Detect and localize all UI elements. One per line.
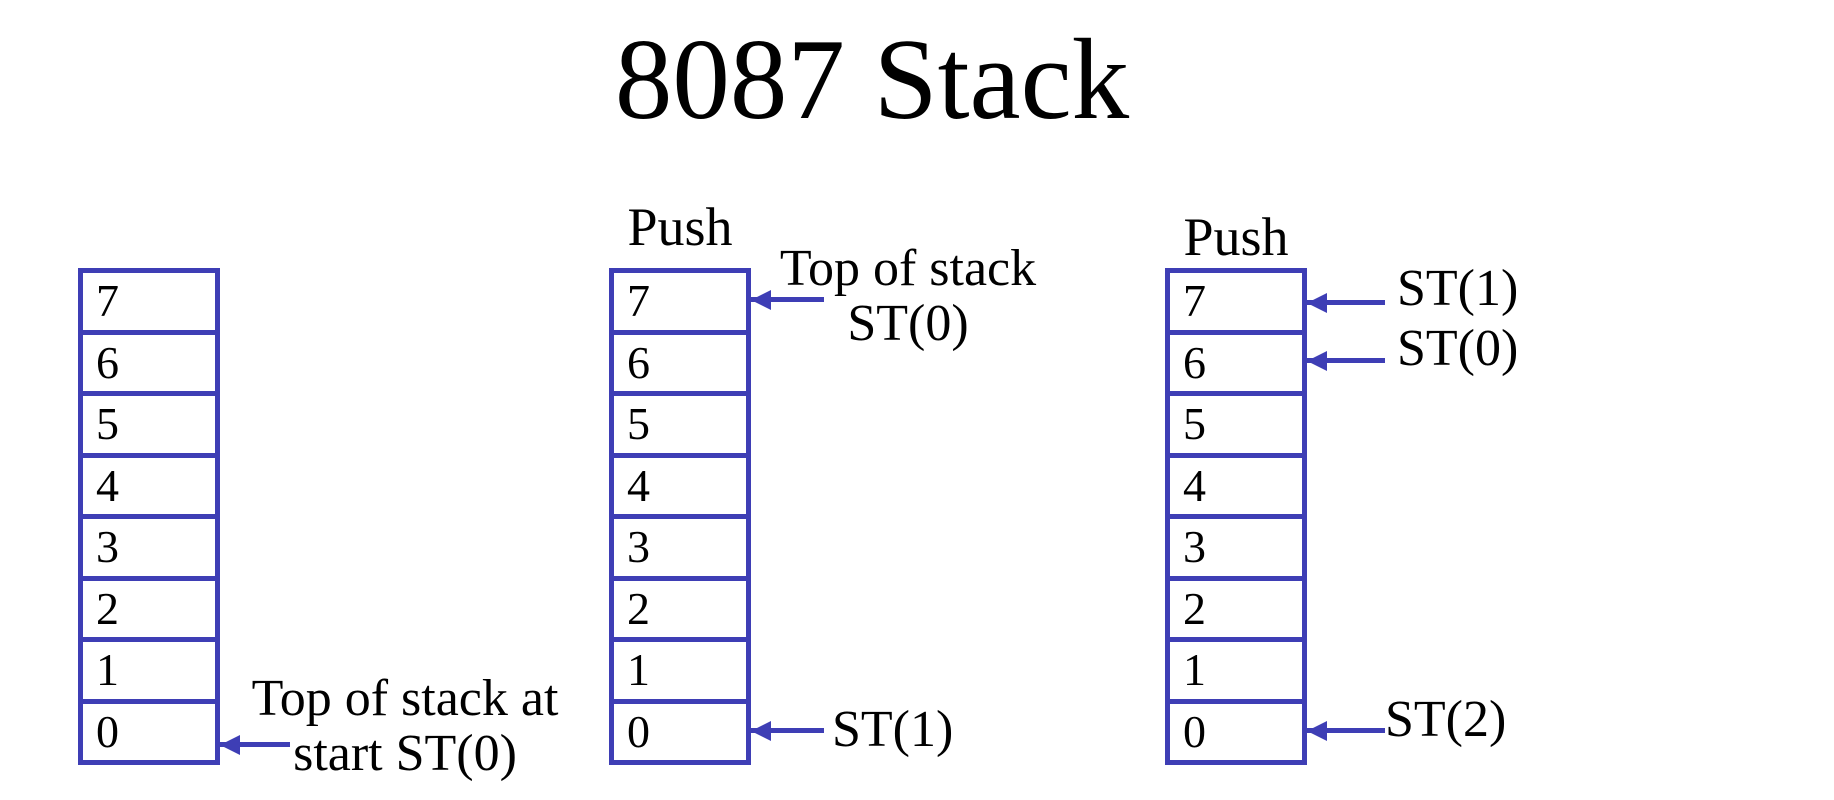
- cell-index: 1: [627, 644, 650, 696]
- stack-cell: 3: [614, 519, 746, 581]
- annotation-st1-cell7: ST(1): [1397, 260, 1519, 317]
- stack-cell: 0: [83, 704, 215, 761]
- annotation-st2-cell0: ST(2): [1385, 691, 1507, 748]
- cell-index: 5: [96, 398, 119, 450]
- stack-cell: 6: [83, 335, 215, 396]
- stack-cell: 1: [83, 642, 215, 704]
- left-arrow-icon: [1307, 720, 1385, 741]
- stack-cell: 6: [1170, 335, 1302, 396]
- stack-cell: 1: [614, 642, 746, 704]
- cell-index: 0: [96, 705, 119, 757]
- cell-index: 1: [1183, 644, 1206, 696]
- cell-index: 3: [1183, 521, 1206, 573]
- annotation-line: Top of stack at: [251, 670, 559, 727]
- stack-at-start: 7 6 5 4 3 2 1 0: [78, 268, 220, 765]
- cell-index: 2: [627, 582, 650, 634]
- stack-cell: 2: [614, 581, 746, 642]
- left-arrow-icon: [751, 289, 824, 310]
- cell-index: 2: [1183, 582, 1206, 634]
- cell-index: 7: [627, 275, 650, 327]
- cell-index: 4: [627, 459, 650, 511]
- stack-cell: 7: [614, 273, 746, 335]
- cell-index: 4: [96, 459, 119, 511]
- stack-cell: 4: [614, 458, 746, 519]
- slide-title: 8087 Stack: [614, 16, 1130, 143]
- cell-index: 4: [1183, 459, 1206, 511]
- annotation-line: ST(0): [847, 295, 969, 352]
- left-arrow-icon: [1307, 292, 1385, 313]
- cell-index: 7: [1183, 275, 1206, 327]
- push-label: Push: [1183, 207, 1289, 267]
- stack-cell: 5: [1170, 396, 1302, 458]
- cell-index: 0: [627, 705, 650, 757]
- cell-index: 2: [96, 582, 119, 634]
- left-arrow-icon: [220, 734, 290, 755]
- stack-cell: 7: [1170, 273, 1302, 335]
- stack-cell: 0: [1170, 704, 1302, 761]
- cell-index: 5: [627, 398, 650, 450]
- stack-cell: 2: [1170, 581, 1302, 642]
- stack-cell: 3: [1170, 519, 1302, 581]
- stack-cell: 4: [83, 458, 215, 519]
- cell-index: 3: [627, 521, 650, 573]
- cell-index: 3: [96, 521, 119, 573]
- annotation-top-of-stack-at-start: Top of stack at start ST(0): [240, 671, 570, 781]
- stack-cell: 0: [614, 704, 746, 761]
- annotation-line: Top of stack: [779, 240, 1037, 297]
- annotation-top-of-stack: Top of stack ST(0): [778, 241, 1038, 351]
- cell-index: 6: [627, 336, 650, 388]
- stack-cell: 6: [614, 335, 746, 396]
- annotation-st1: ST(1): [832, 701, 954, 758]
- stack-after-second-push: 7 6 5 4 3 2 1 0: [1165, 268, 1307, 765]
- stack-after-first-push: 7 6 5 4 3 2 1 0: [609, 268, 751, 765]
- left-arrow-icon: [1307, 350, 1385, 371]
- stack-cell: 4: [1170, 458, 1302, 519]
- annotation-st0-cell6: ST(0): [1397, 320, 1519, 377]
- cell-index: 1: [96, 644, 119, 696]
- stack-cell: 3: [83, 519, 215, 581]
- stack-cell: 1: [1170, 642, 1302, 704]
- left-arrow-icon: [751, 720, 824, 741]
- stack-cell: 5: [614, 396, 746, 458]
- stack-cell: 5: [83, 396, 215, 458]
- cell-index: 0: [1183, 705, 1206, 757]
- annotation-line: start ST(0): [293, 725, 517, 782]
- cell-index: 5: [1183, 398, 1206, 450]
- stack-cell: 2: [83, 581, 215, 642]
- push-label: Push: [627, 197, 733, 257]
- stack-cell: 7: [83, 273, 215, 335]
- cell-index: 6: [1183, 336, 1206, 388]
- cell-index: 7: [96, 275, 119, 327]
- cell-index: 6: [96, 336, 119, 388]
